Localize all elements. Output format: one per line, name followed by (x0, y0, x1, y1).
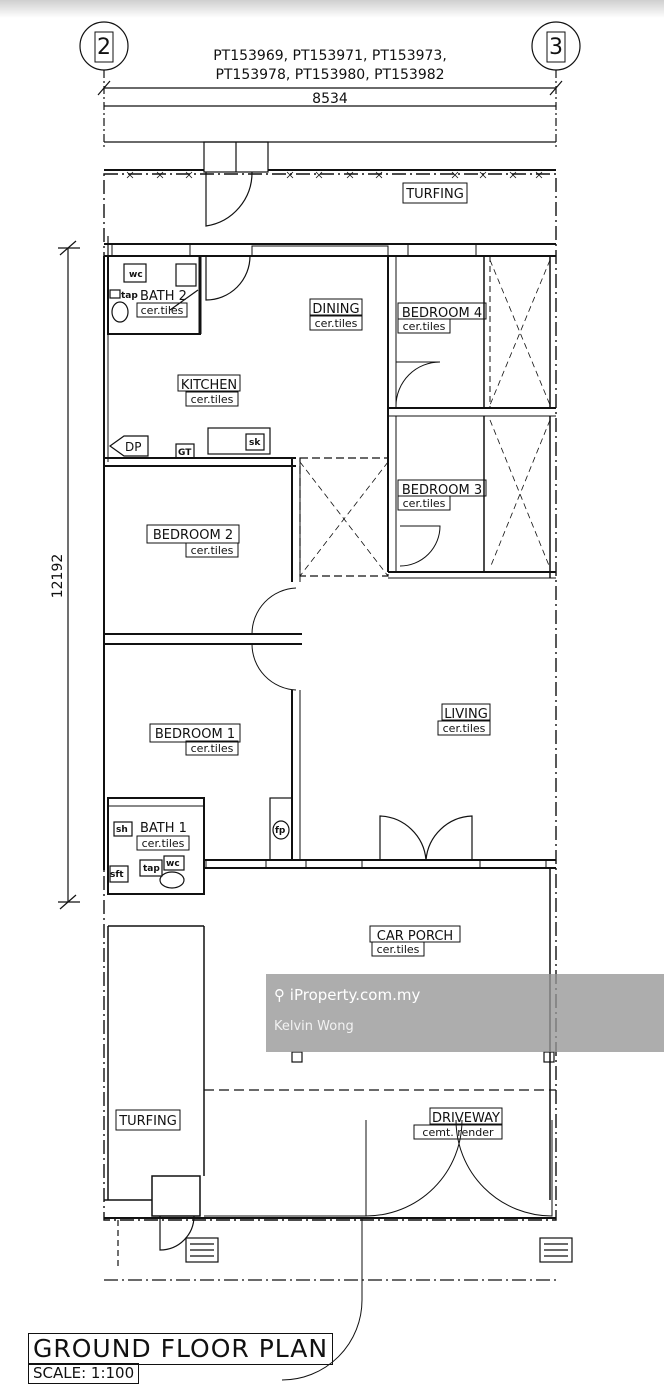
lot-numbers-line2: PT153978, PT153980, PT153982 (215, 67, 444, 83)
living-label: LIVING (444, 707, 488, 722)
sink-label: sk (249, 438, 261, 448)
kitchen-finish: cer.tiles (191, 393, 234, 406)
tap-label-bath1: tap (143, 864, 160, 874)
bedroom4-label: BEDROOM 4 (402, 306, 482, 321)
fp-label: fp (275, 826, 286, 836)
wc-label-bath1: wc (166, 859, 180, 869)
bedroom4-finish: cer.tiles (403, 320, 446, 333)
dining-finish: cer.tiles (315, 317, 358, 330)
driveway-label: DRIVEWAY (432, 1111, 500, 1126)
bedroom2-finish: cer.tiles (191, 544, 234, 557)
dp-label: DP (125, 440, 141, 454)
shower-label: sh (116, 825, 128, 835)
driveway-finish: cemt. render (422, 1126, 494, 1139)
bath1-label: BATH 1 (140, 821, 187, 836)
bedroom1-label: BEDROOM 1 (155, 727, 235, 742)
kitchen-label: KITCHEN (181, 378, 237, 393)
turfing-top-label: TURFING (405, 187, 464, 202)
location-pin-icon: ⚲ (274, 986, 285, 1004)
bedroom2-label: BEDROOM 2 (153, 528, 233, 543)
car-porch-label: CAR PORCH (377, 929, 453, 944)
width-dimension: 8534 (312, 91, 348, 107)
car-porch-finish: cer.tiles (377, 943, 420, 956)
grid-marker-right: 3 (549, 35, 563, 60)
top-shadow-bar (0, 0, 664, 18)
bedroom1-finish: cer.tiles (191, 742, 234, 755)
bath2-finish: cer.tiles (141, 304, 184, 317)
watermark-overlay: ⚲ iProperty.com.my Kelvin Wong (266, 974, 664, 1052)
grid-marker-left: 2 (97, 35, 111, 60)
watermark-brand: ⚲ iProperty.com.my (274, 986, 421, 1004)
plan-title: GROUND FLOOR PLAN (28, 1333, 334, 1365)
dining-label: DINING (312, 302, 359, 317)
bath1-finish: cer.tiles (142, 837, 185, 850)
bath2-label: BATH 2 (140, 289, 187, 304)
gt-label: GT (178, 448, 192, 458)
lot-numbers-line1: PT153969, PT153971, PT153973, (213, 48, 447, 64)
living-finish: cer.tiles (443, 722, 486, 735)
bedroom3-label: BEDROOM 3 (402, 483, 482, 498)
tap-label-bath2: tap (121, 291, 138, 301)
depth-dimension: 12192 (50, 554, 66, 599)
turfing-side-label: TURFING (118, 1114, 177, 1129)
watermark-agent: Kelvin Wong (274, 1019, 354, 1034)
wc-label-bath2: wc (129, 270, 143, 280)
plan-scale: SCALE: 1:100 (28, 1363, 140, 1384)
bedroom3-finish: cer.tiles (403, 497, 446, 510)
sft-label: sft (110, 870, 124, 880)
